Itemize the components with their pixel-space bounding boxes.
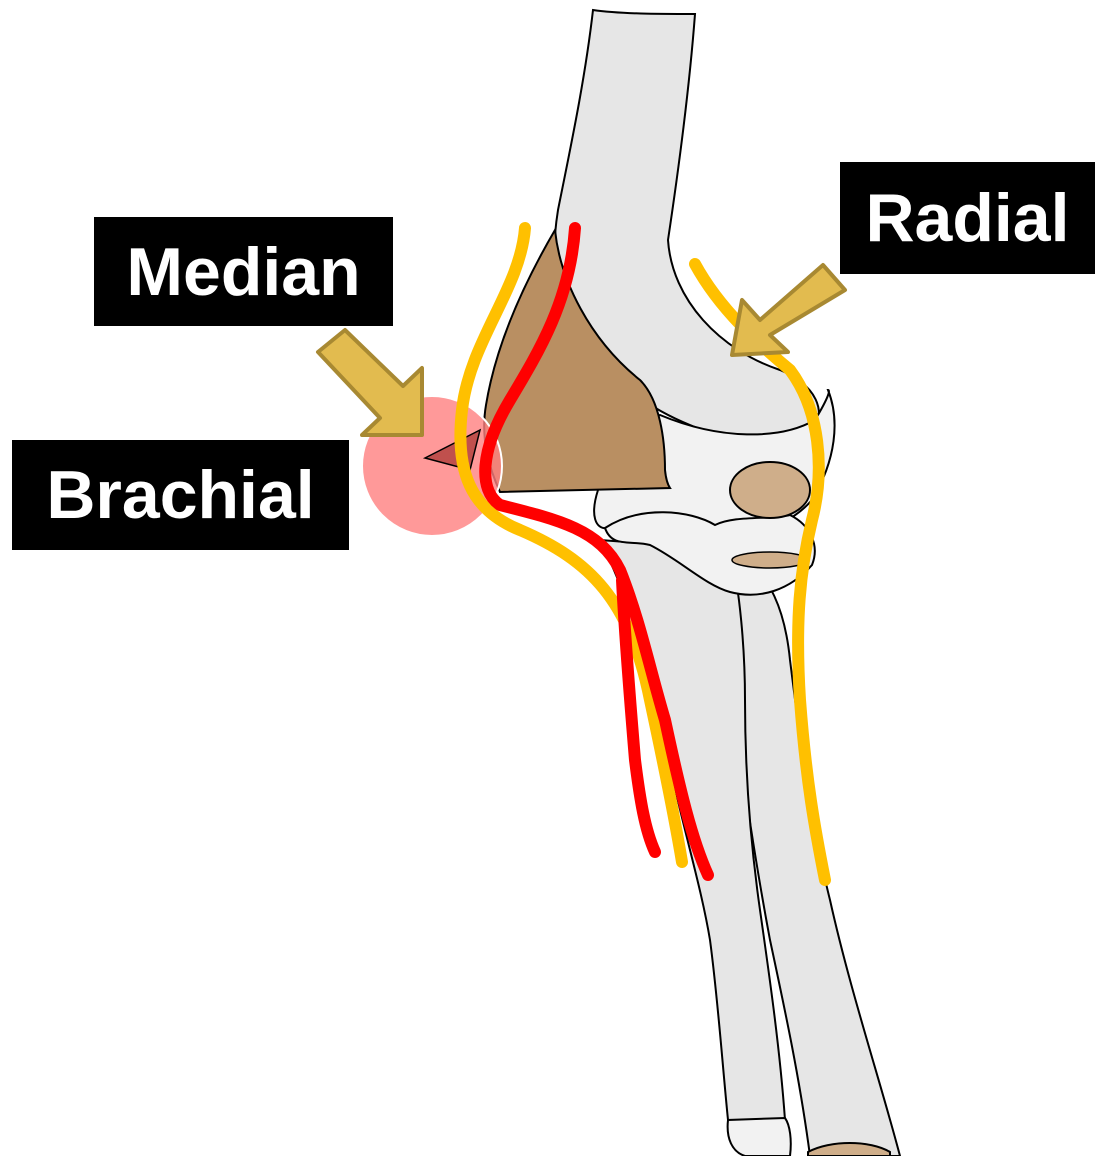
- arrow-down-right-icon: [318, 330, 422, 435]
- brachial-label: Brachial: [12, 440, 349, 550]
- radius-distal-end: [728, 1118, 791, 1156]
- radial-label: Radial: [840, 162, 1095, 274]
- arrow-down-left-icon: [732, 265, 845, 355]
- olecranon-fossa: [730, 462, 810, 518]
- median-label: Median: [94, 217, 393, 326]
- radial-notch: [732, 552, 808, 568]
